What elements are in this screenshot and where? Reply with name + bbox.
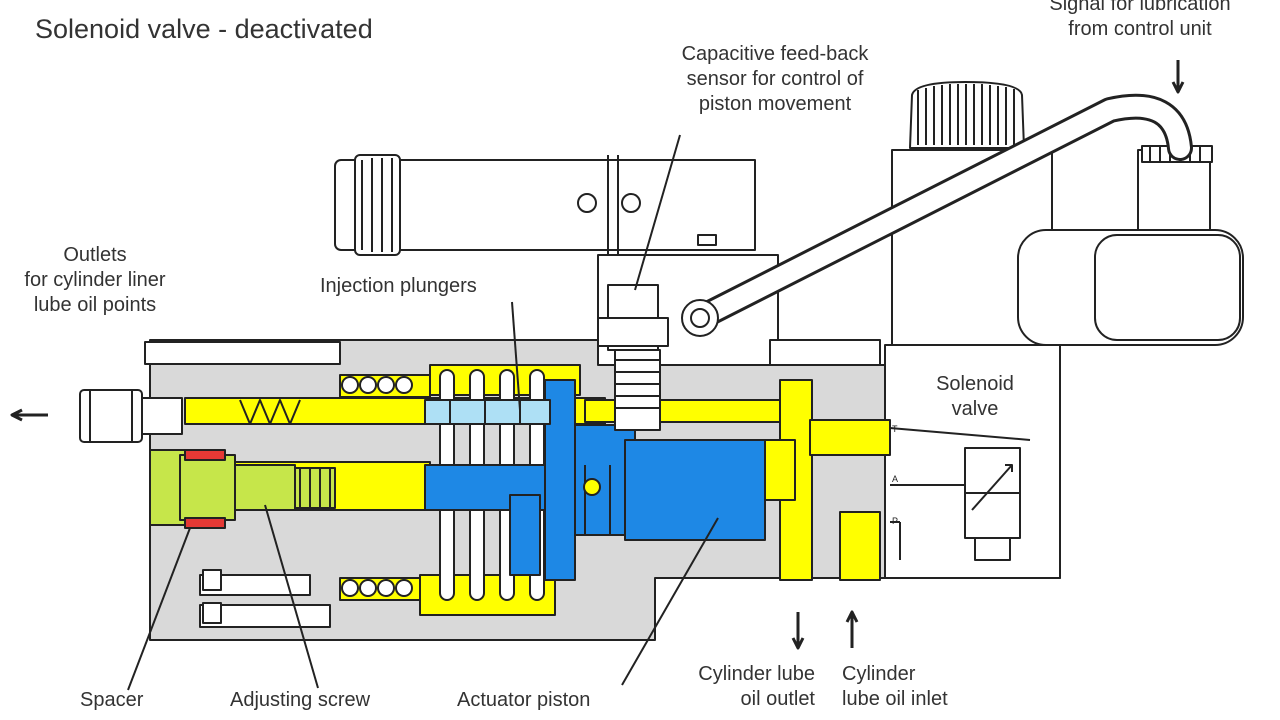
port-mark-a: A: [892, 474, 898, 484]
label-injection-plungers: Injection plungers: [320, 275, 477, 297]
capacitive-sensor: [597, 284, 669, 431]
outlet-flow-arrow: [10, 408, 48, 422]
signal-arrow: [1171, 60, 1185, 94]
label-cylinder-lube-oil-outlet: Cylinder lube oil outlet: [698, 663, 815, 710]
solenoid-valve-symbol: T A P: [889, 424, 1031, 561]
electronics-housing: [334, 154, 756, 256]
actuator-piston: [424, 379, 766, 581]
adjusting-screw: [149, 449, 336, 529]
diagram-title: Solenoid valve - deactivated: [35, 14, 373, 44]
solenoid-coil: [891, 81, 1244, 351]
signal-tube: [681, 93, 1193, 337]
port-mark-t: T: [892, 424, 898, 434]
label-outlets: Outlets for cylinder liner lube oil poin…: [24, 244, 166, 316]
label-actuator-piston: Actuator piston: [457, 689, 591, 711]
label-solenoid-valve: Solenoid valve: [936, 373, 1014, 420]
outlet-fitting: [79, 341, 341, 628]
label-spacer: Spacer: [80, 689, 144, 711]
port-mark-p: P: [892, 516, 898, 526]
lube-oil-inlet-arrow: [845, 610, 859, 648]
flow-arrows: [10, 60, 1185, 650]
leader-lines: [127, 134, 719, 691]
label-adjusting-screw: Adjusting screw: [230, 689, 371, 711]
label-cylinder-lube-oil-inlet: Cylinder lube oil inlet: [842, 663, 948, 710]
label-capacitive-sensor: Capacitive feed-back sensor for control …: [681, 43, 869, 115]
label-signal-for-lubrication: Signal for lubrication from control unit: [1049, 0, 1231, 40]
lube-oil-outlet-arrow: [791, 612, 805, 650]
injection-plunger: [424, 399, 551, 425]
